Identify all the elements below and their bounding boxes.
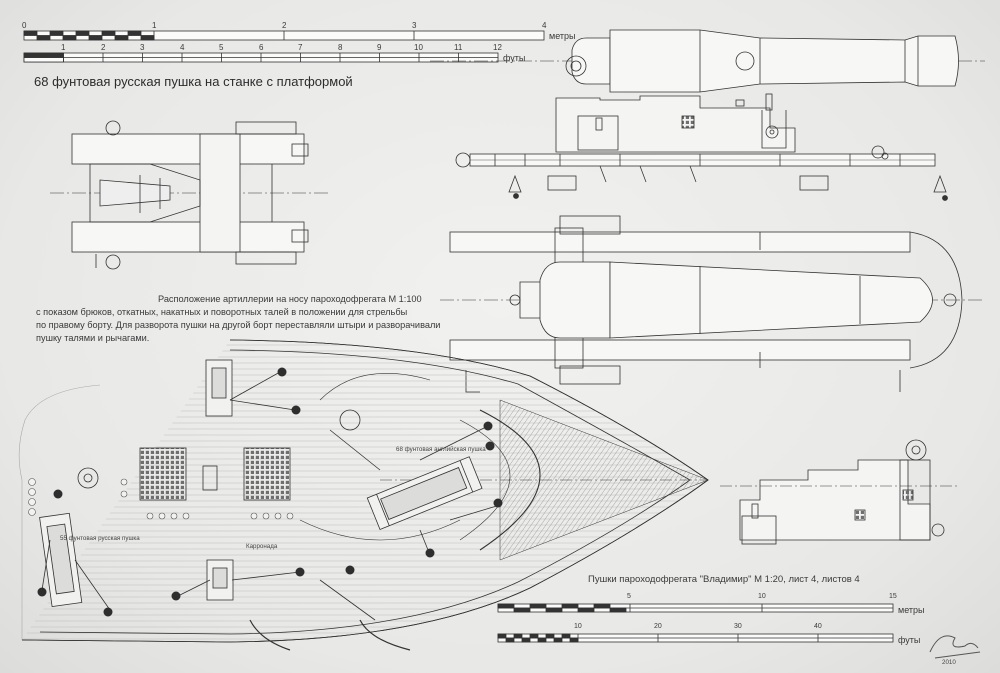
meter-tick: 0 (22, 21, 27, 30)
meter-tick: 3 (412, 21, 417, 30)
feet-tick: 1 (61, 43, 66, 52)
meter-tick: 4 (542, 21, 547, 30)
arrangement-note-line: пушку талями и рычагами. (36, 333, 150, 343)
author-signature (929, 635, 981, 659)
gun-side-elevation (430, 29, 985, 201)
meter-tick: 10 (758, 593, 766, 600)
meter-tick: 15 (889, 593, 897, 600)
gun-plan-view (440, 215, 985, 393)
feet-label: футы (503, 53, 526, 63)
meter-tick: 2 (282, 21, 287, 30)
feet-tick: 4 (180, 43, 185, 52)
carronade-side-view (720, 439, 960, 545)
signature-year: 2010 (942, 659, 956, 666)
feet-tick: 30 (734, 623, 742, 630)
feet-tick: 11 (454, 43, 463, 52)
arrangement-note-line: Расположение артиллерии на носу пароходо… (158, 294, 422, 304)
feet-tick: 5 (219, 43, 224, 52)
sheet-caption: Пушки пароходофрегата "Владимир" М 1:20,… (588, 574, 860, 585)
ringbolts (37, 367, 503, 617)
feet-tick: 12 (493, 43, 502, 52)
feet-tick: 2 (101, 43, 106, 52)
carriage-plan-view (50, 120, 330, 270)
feet-tick: 8 (338, 43, 343, 52)
feet-tick: 6 (259, 43, 264, 52)
meter-tick: 1 (152, 21, 157, 30)
drawing-title: 68 фунтовая русская пушка на станке с пл… (34, 74, 353, 89)
feet-tick: 40 (814, 623, 822, 630)
label-english-gun: 68 фунтовая английская пушка (396, 446, 486, 453)
arrangement-note-line: с показом брюков, откатных, накатных и п… (36, 307, 408, 317)
label-carronade: Карронада (246, 543, 278, 550)
label-russian-gun: 55 фунтовая русская пушка (60, 535, 140, 542)
meters-label: метры (549, 31, 576, 41)
feet-tick: 3 (140, 43, 145, 52)
meters-label: метры (898, 605, 925, 615)
feet-tick: 9 (377, 43, 382, 52)
arrangement-note-line: по правому борту. Для разворота пушки на… (36, 320, 441, 330)
feet-label: футы (898, 635, 921, 645)
feet-tick: 10 (574, 623, 582, 630)
feet-tick: 10 (414, 43, 423, 52)
meter-tick: 5 (627, 593, 631, 600)
loop-bolts (28, 478, 294, 520)
top-scale-bar (23, 30, 545, 63)
feet-tick: 20 (654, 623, 662, 630)
bow-deck-plan (18, 339, 709, 651)
feet-tick: 7 (298, 43, 303, 52)
bottom-scale-bar (497, 603, 894, 643)
